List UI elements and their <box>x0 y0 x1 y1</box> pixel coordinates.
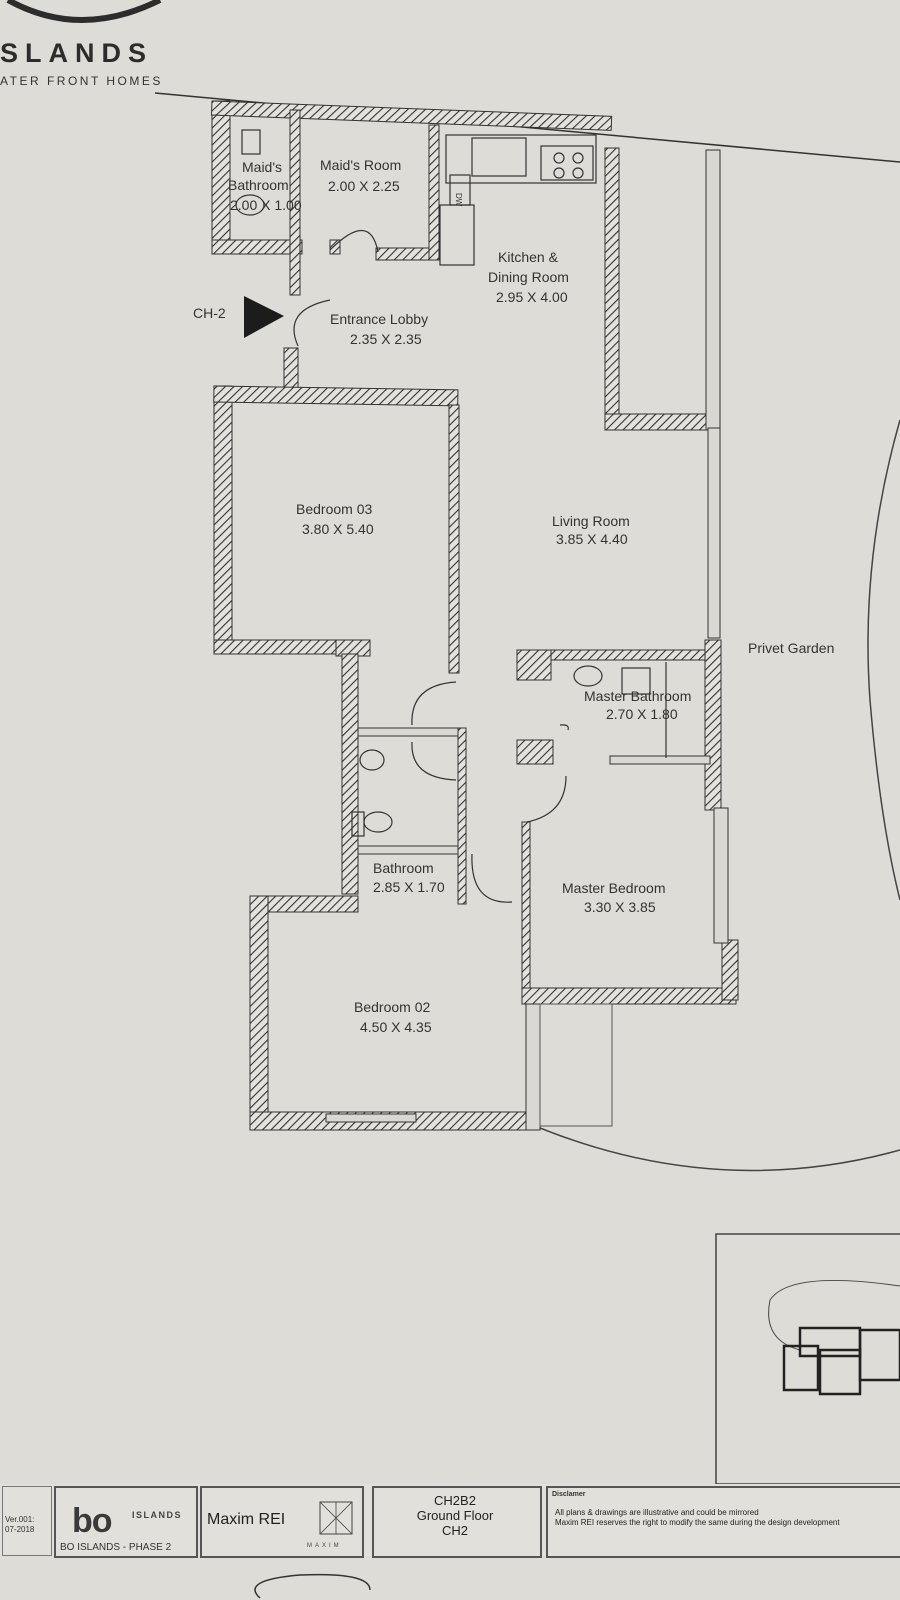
room-name-bedroom-02: Bedroom 02 <box>354 999 430 1015</box>
version-date: 07-2018 <box>5 1525 35 1534</box>
logo-arc-icon <box>6 0 162 23</box>
kitchen-fixtures <box>439 134 597 266</box>
title-block-drawing-cell <box>372 1486 542 1558</box>
room-name-master-bedroom: Master Bedroom <box>562 880 665 896</box>
room-name-maids-bathroom-1: Maid's <box>242 159 282 175</box>
room-size-maids-bathroom: 2.00 X 1.00 <box>230 197 302 213</box>
brand-logo-text: SLANDS <box>0 38 154 68</box>
title-block-disclaimer-cell <box>546 1486 900 1558</box>
disclaimer-title: Disclamer <box>552 1491 586 1498</box>
bo-logo-icon: bo <box>72 1502 113 1540</box>
garden-label: Privet Garden <box>748 640 834 656</box>
room-size-master-bedroom: 3.30 X 3.85 <box>584 899 656 915</box>
walls <box>210 100 739 1131</box>
garden-curve-right <box>867 419 900 901</box>
room-name-kitchen-1: Kitchen & <box>498 249 559 265</box>
unit-name: CH2 <box>441 1523 468 1538</box>
room-size-kitchen: 2.95 X 4.00 <box>496 289 568 305</box>
room-size-bedroom-02: 4.50 X 4.35 <box>360 1019 432 1035</box>
room-size-bathroom: 2.85 X 1.70 <box>373 879 445 895</box>
entrance-marker-icon <box>244 296 284 338</box>
room-name-maids-bathroom-2: Bathroom <box>228 177 289 193</box>
dishwasher-label: DW <box>454 193 463 207</box>
room-name-kitchen-2: Dining Room <box>488 269 569 285</box>
title-block-project-cell <box>54 1486 198 1558</box>
disclaimer-text: All plans & drawings are illustrative an… <box>555 1508 840 1528</box>
title-block <box>0 1484 900 1556</box>
door-swings <box>293 229 569 903</box>
company-small-text: MAXIM <box>307 1543 342 1549</box>
brand-tagline: ATER FRONT HOMES <box>0 74 163 88</box>
version-block: Ver.001: 07-2018 <box>5 1515 34 1535</box>
room-name-bedroom-03: Bedroom 03 <box>296 501 372 517</box>
room-size-entrance-lobby: 2.35 X 2.35 <box>350 331 422 347</box>
room-size-living-room: 3.85 X 4.40 <box>556 531 628 547</box>
pen-scribble <box>254 1573 371 1599</box>
version-label: Ver.001: <box>5 1515 35 1524</box>
room-size-bedroom-03: 3.80 X 5.40 <box>302 521 374 537</box>
project-name: BO ISLANDS - PHASE 2 <box>60 1542 172 1553</box>
disclaimer-line-2: Maxim REI reserves the right to modify t… <box>555 1518 840 1527</box>
room-name-maids-room: Maid's Room <box>320 157 401 173</box>
room-name-living-room: Living Room <box>552 513 630 529</box>
key-plan <box>715 1233 900 1485</box>
company-name: Maxim REI <box>207 1511 286 1528</box>
unit-marker-label: CH-2 <box>193 305 226 321</box>
garden-boundary-curve <box>539 1127 900 1172</box>
room-size-maids-room: 2.00 X 2.25 <box>328 178 400 194</box>
drawing-id-block: CH2B2 Ground Floor CH2 <box>375 1493 535 1538</box>
floor-name: Ground Floor <box>416 1508 494 1523</box>
room-size-master-bathroom: 2.70 X 1.80 <box>606 706 678 722</box>
disclaimer-line-1: All plans & drawings are illustrative an… <box>555 1508 759 1517</box>
title-block-version-cell <box>2 1486 52 1556</box>
bathroom-fixtures <box>235 129 667 837</box>
room-name-bathroom: Bathroom <box>373 860 434 876</box>
bo-logo-sub: ISLANDS <box>132 1510 183 1520</box>
room-name-entrance-lobby: Entrance Lobby <box>330 311 428 327</box>
drawing-code: CH2B2 <box>434 1493 476 1508</box>
maxim-logo-icon <box>319 1501 353 1535</box>
title-block-company-cell <box>200 1486 364 1558</box>
room-name-master-bathroom: Master Bathroom <box>584 688 691 704</box>
